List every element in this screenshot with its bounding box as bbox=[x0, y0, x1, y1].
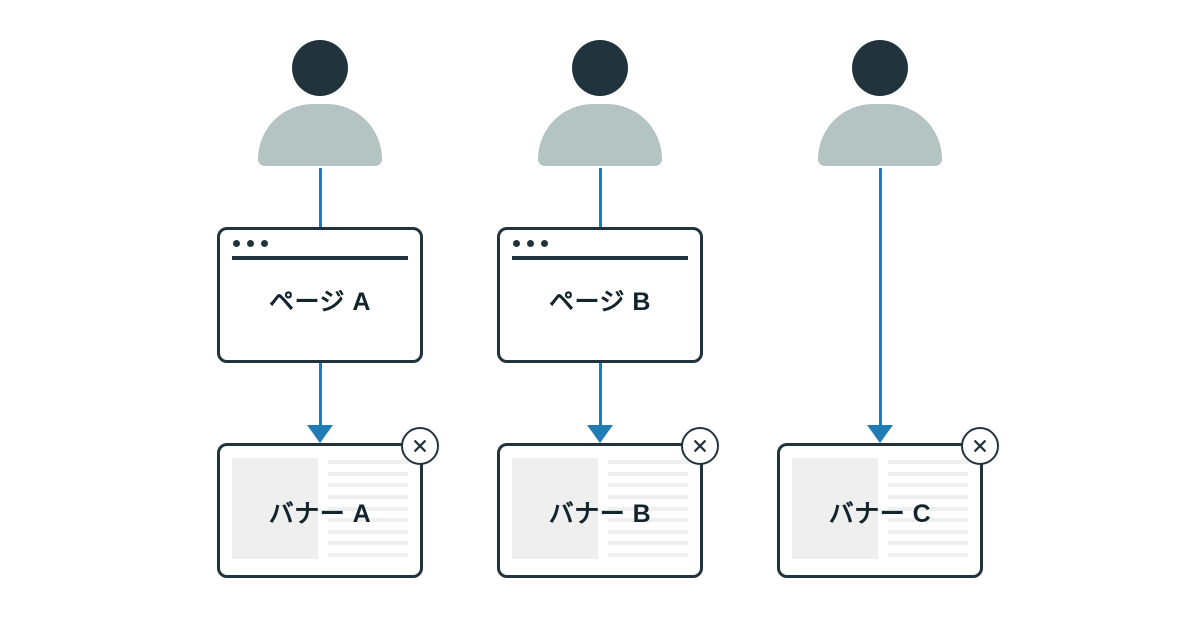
banner-text-line bbox=[608, 471, 688, 476]
close-icon bbox=[974, 440, 986, 452]
connector-person-to-page-a bbox=[318, 168, 322, 228]
close-icon bbox=[694, 440, 706, 452]
banner-text-line bbox=[608, 518, 688, 523]
connector-person-to-banner-c bbox=[867, 168, 893, 443]
person-head-shape bbox=[292, 40, 348, 96]
banner-text-line bbox=[888, 494, 968, 499]
window-dot-icon bbox=[233, 240, 240, 247]
banner-card-c[interactable]: バナー C bbox=[777, 427, 999, 578]
connector-page-to-banner-b bbox=[587, 362, 613, 443]
banner-text-line bbox=[608, 483, 688, 488]
banner-thumbnail-placeholder bbox=[512, 458, 598, 559]
banner-text-lines bbox=[328, 458, 408, 559]
window-dot-icon bbox=[541, 240, 548, 247]
person-body-shape bbox=[258, 104, 382, 166]
banner-text-lines bbox=[888, 458, 968, 559]
window-dots-a bbox=[233, 240, 268, 247]
banner-thumbnail-placeholder bbox=[232, 458, 318, 559]
banner-text-line bbox=[608, 494, 688, 499]
banner-text-line bbox=[888, 460, 968, 464]
person-icon bbox=[818, 40, 942, 168]
banner-card-b[interactable]: バナー B bbox=[497, 427, 719, 578]
banner-text-lines bbox=[608, 458, 688, 559]
banner-text-line bbox=[888, 518, 968, 523]
flow-column-c: バナー C bbox=[740, 0, 1020, 630]
person-icon bbox=[538, 40, 662, 168]
window-dot-icon bbox=[527, 240, 534, 247]
banner-text-line bbox=[608, 529, 688, 534]
person-head-shape bbox=[852, 40, 908, 96]
banner-text-line bbox=[328, 460, 408, 464]
banner-text-line bbox=[328, 506, 408, 511]
banner-text-line bbox=[608, 541, 688, 546]
banner-label-a: バナー A bbox=[268, 499, 372, 528]
connector-person-to-page-b bbox=[598, 168, 602, 228]
page-window-label-b: ページ B bbox=[548, 288, 651, 316]
banner-text-line bbox=[608, 506, 688, 511]
banner-text-line bbox=[608, 553, 688, 557]
connector-page-to-banner-a bbox=[307, 362, 333, 443]
arrow-head-icon bbox=[307, 425, 333, 443]
flow-column-a: ページ A バナー A bbox=[180, 0, 460, 630]
banner-content-c bbox=[792, 458, 968, 559]
banner-text-line bbox=[888, 553, 968, 557]
banner-text-line bbox=[328, 483, 408, 488]
window-dots-b bbox=[513, 240, 548, 247]
person-body-shape bbox=[818, 104, 942, 166]
person-icon bbox=[258, 40, 382, 168]
page-window-b[interactable]: ページ B bbox=[497, 227, 703, 363]
window-address-bar-a bbox=[232, 256, 408, 260]
banner-text-line bbox=[328, 541, 408, 546]
banner-close-button-c[interactable] bbox=[961, 427, 999, 465]
banner-text-line bbox=[328, 494, 408, 499]
banner-thumbnail-placeholder bbox=[792, 458, 878, 559]
close-icon bbox=[414, 440, 426, 452]
window-dot-icon bbox=[513, 240, 520, 247]
banner-text-line bbox=[328, 529, 408, 534]
banner-text-line bbox=[328, 518, 408, 523]
window-dot-icon bbox=[247, 240, 254, 247]
banner-content-b bbox=[512, 458, 688, 559]
banner-text-line bbox=[888, 506, 968, 511]
banner-text-line bbox=[608, 460, 688, 464]
flow-column-b: ページ B バナー B bbox=[460, 0, 740, 630]
banner-close-button-b[interactable] bbox=[681, 427, 719, 465]
banner-text-line bbox=[888, 541, 968, 546]
arrow-head-icon bbox=[587, 425, 613, 443]
banner-text-line bbox=[328, 553, 408, 557]
banner-text-line bbox=[888, 529, 968, 534]
banner-close-button-a[interactable] bbox=[401, 427, 439, 465]
window-address-bar-b bbox=[512, 256, 688, 260]
page-window-a[interactable]: ページ A bbox=[217, 227, 423, 363]
person-body-shape bbox=[538, 104, 662, 166]
arrow-head-icon bbox=[867, 425, 893, 443]
banner-text-line bbox=[328, 471, 408, 476]
banner-card-a[interactable]: バナー A bbox=[217, 427, 439, 578]
banner-label-c: バナー C bbox=[828, 499, 932, 528]
window-dot-icon bbox=[261, 240, 268, 247]
banner-text-line bbox=[888, 471, 968, 476]
banner-text-line bbox=[888, 483, 968, 488]
banner-content-a bbox=[232, 458, 408, 559]
page-window-label-a: ページ A bbox=[268, 288, 371, 316]
person-head-shape bbox=[572, 40, 628, 96]
banner-label-b: バナー B bbox=[548, 499, 652, 528]
